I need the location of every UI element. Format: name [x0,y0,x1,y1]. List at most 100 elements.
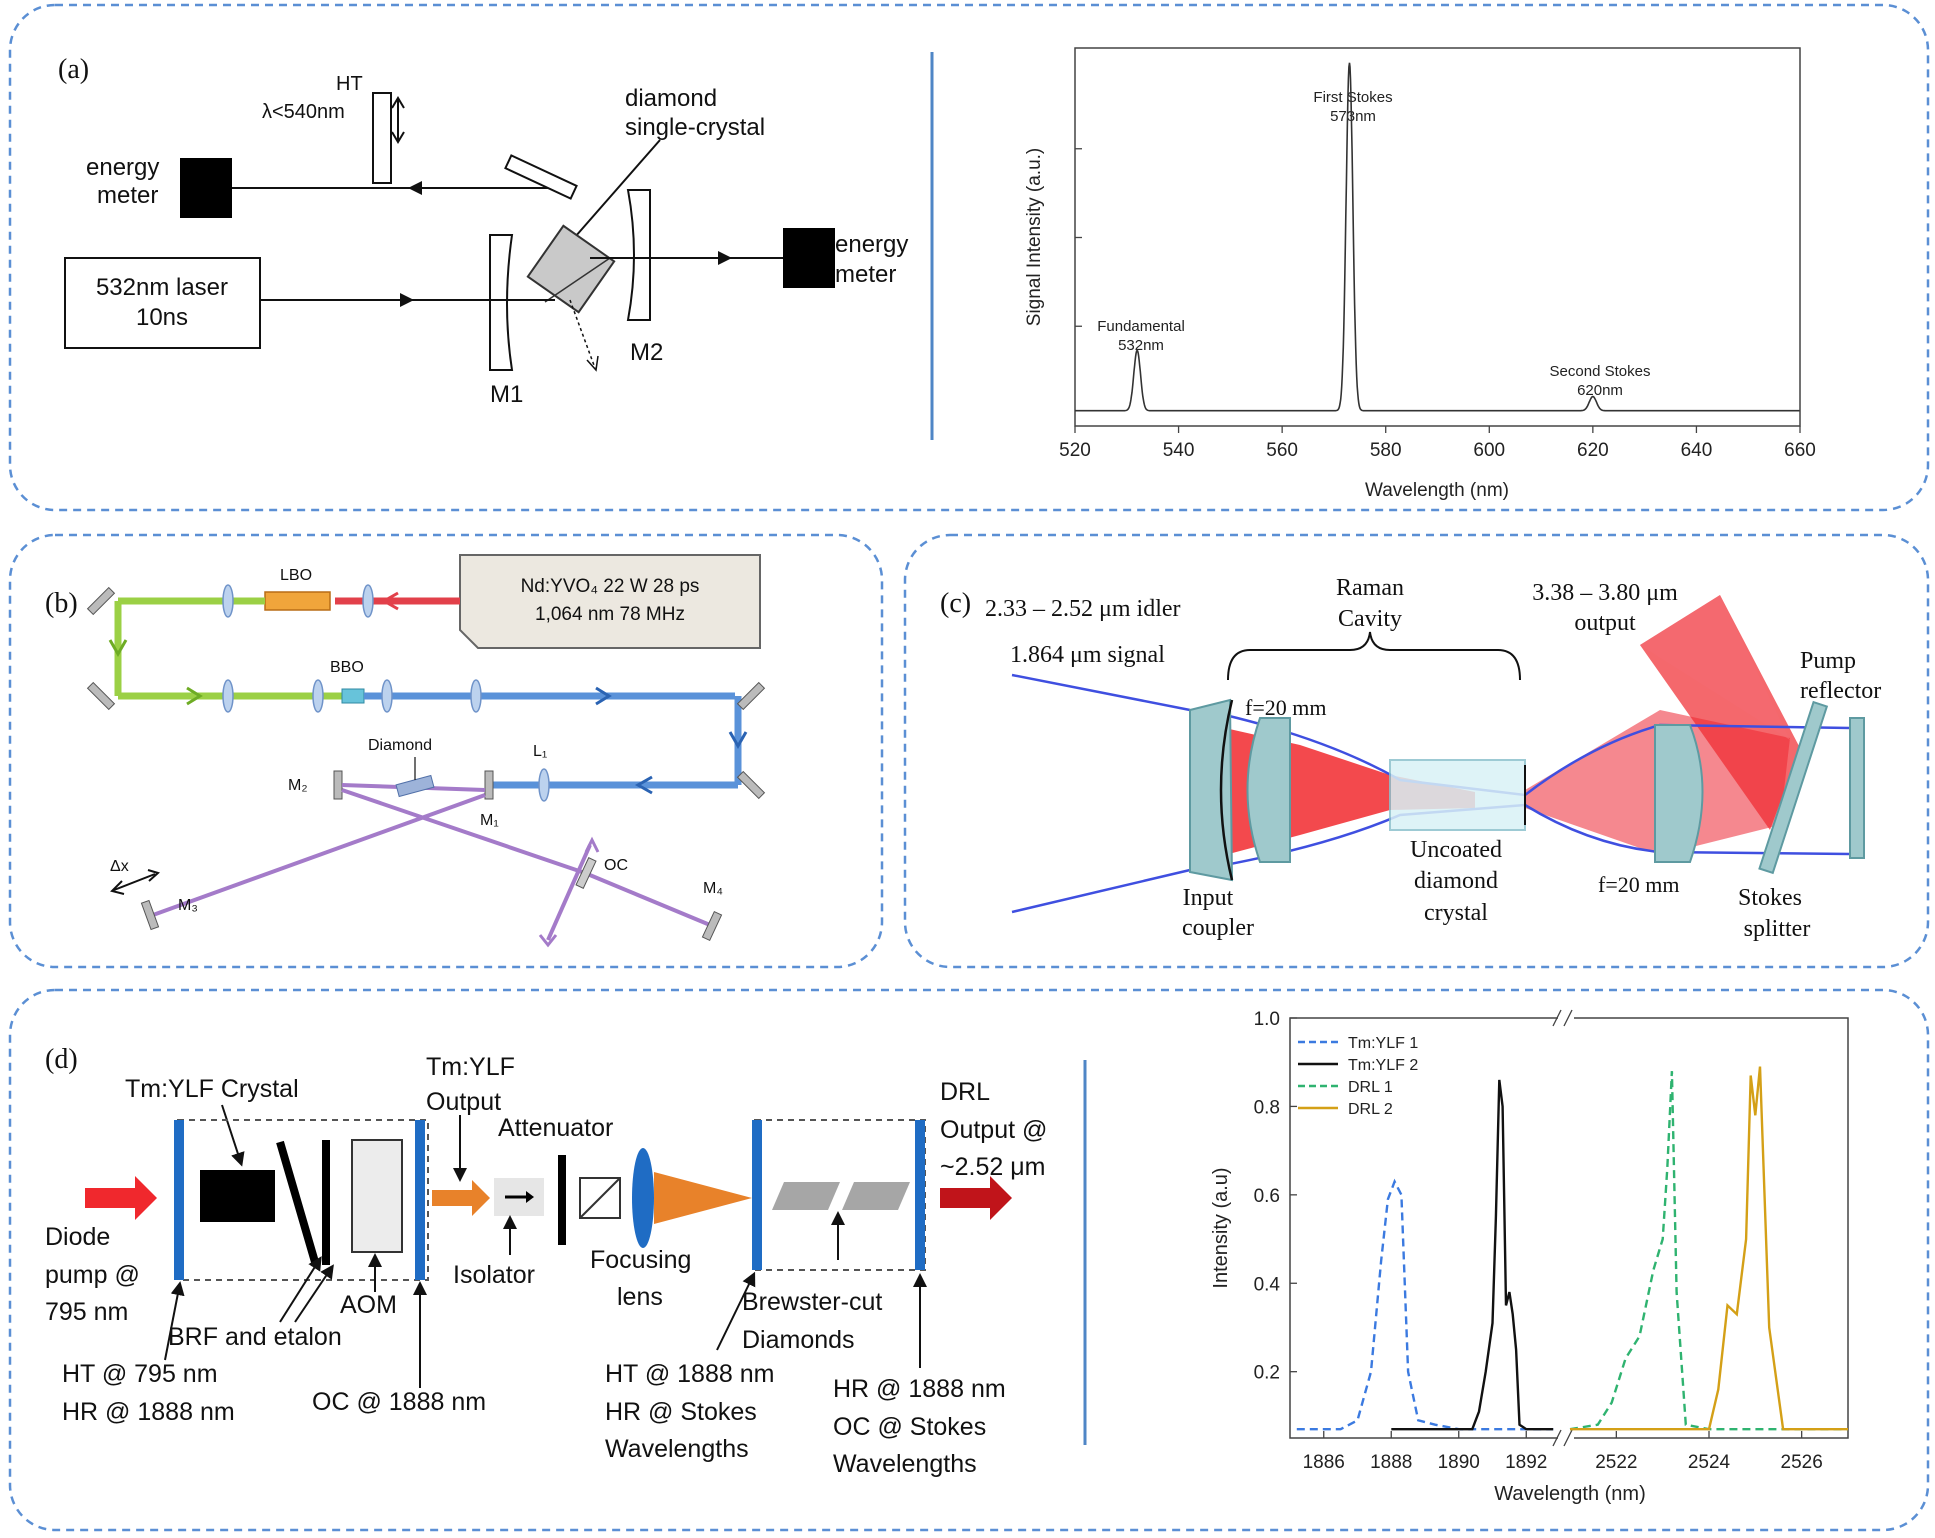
energy-meter-left [180,158,232,218]
focusing-2: lens [617,1283,663,1311]
hr-oc-stokes-3: Wavelengths [833,1450,977,1478]
dx-label: Δx [110,858,129,875]
b-mirror-m1 [484,770,494,800]
m1-label: M1 [490,381,523,408]
panel-b-label: (b) [45,588,78,619]
m2-label: M2 [630,339,663,366]
diamond-c-2: diamond [1414,868,1498,894]
legend-label: Tm:YLF 2 [1348,1057,1418,1074]
hr-oc-stokes-1: HR @ 1888 nm [833,1375,1006,1403]
chart-d-ytick-label: 1.0 [1254,1009,1280,1030]
input-coupler-2: coupler [1182,915,1254,941]
focusing-lens [632,1148,654,1248]
chart-d-xtick-label: 1892 [1505,1452,1547,1473]
chart-d-xtick-label: 1890 [1438,1452,1480,1473]
drl-output-arrow [940,1176,1012,1220]
bbo-crystal [341,688,365,704]
diamond-c-1: Uncoated [1410,837,1502,863]
chart-a-xtick-label: 580 [1370,440,1402,461]
m1-b-label: M₁ [480,812,499,829]
ht-hr-2: HR @ 1888 nm [62,1398,235,1426]
chart-a-xtick-label: 540 [1163,440,1195,461]
panel-c-border [903,533,1930,969]
energy-meter-right-1: energy [835,231,908,258]
chart-d-xtick-label: 1886 [1303,1452,1345,1473]
chart-d-series-1 [1296,1178,1554,1431]
anno-fundamental-1: Fundamental [1097,318,1185,335]
mirror-m1 [489,234,514,371]
chart-a-xlabel: Wavelength (nm) [1365,480,1509,501]
m2-b-label: M₂ [288,777,308,794]
b-oc [575,857,597,889]
diode-3: 795 nm [45,1298,128,1326]
mirror-m2 [626,189,651,321]
output-label-1: 3.38 – 3.80 μm [1532,580,1678,606]
legend-label: DRL 2 [1348,1101,1393,1118]
isolator-label: Isolator [453,1261,535,1289]
m4-b-label: M₄ [703,880,723,897]
diode-pump-arrow [85,1176,157,1220]
b-mirror-m4 [701,910,723,942]
idler-label: 2.33 – 2.52 μm idler [985,596,1181,622]
oc-1888-label: OC @ 1888 nm [312,1388,486,1416]
chart-d-ytick-label: 0.2 [1254,1363,1280,1384]
tmylf-output-1: Tm:YLF [426,1053,515,1081]
aom-label: AOM [340,1291,397,1319]
ht-hr-stokes-3: Wavelengths [605,1435,749,1463]
oc-b-label: OC [604,857,628,874]
f-right-label: f=20 mm [1598,872,1679,897]
diamond-label-1: diamond [625,85,717,112]
l1-label: L₁ [533,743,547,760]
brewster-2: Diamonds [742,1326,855,1354]
hr-mirror-1 [174,1120,184,1280]
pump-reflector-1: Pump [1800,648,1856,674]
ndyvo4-line-1: Nd:YVO₄ 22 W 28 ps [521,576,700,597]
lbo-crystal [264,591,331,611]
energy-meter-right [783,228,835,288]
input-coupler-1: Input [1183,885,1234,911]
ndyvo4-laser-box [459,554,761,649]
chart-a-xtick-label: 600 [1473,440,1505,461]
chart-a-frame [1074,47,1801,427]
chart-a-xtick-label: 660 [1784,440,1816,461]
laser-532-box [64,257,261,349]
legend-label: Tm:YLF 1 [1348,1035,1418,1052]
chart-a-series-line [1075,62,1800,412]
ht-hr-stokes-2: HR @ Stokes [605,1398,757,1426]
output-label-2: output [1574,610,1636,636]
tmylf-output-arrow [432,1180,490,1216]
diode-2: pump @ [45,1261,140,1289]
drl-output-1: DRL [940,1078,990,1106]
panel-d-border [8,988,1930,1532]
energy-meter-right-2: meter [835,261,896,288]
tmylf-crystal [200,1170,275,1222]
ht-filter [372,92,392,184]
diamond-crystal [526,224,616,314]
ht-hr-1: HT @ 795 nm [62,1360,218,1388]
chart-a-xtick-label: 560 [1266,440,1298,461]
panel-c-label: (c) [940,588,971,619]
stokes-splitter-2: splitter [1744,916,1811,942]
chart-d-ytick-label: 0.6 [1254,1186,1280,1207]
panel-a-border [8,3,1930,512]
anno-first-stokes-1: First Stokes [1313,89,1392,106]
stokes-splitter-1: Stokes [1738,885,1802,911]
panel-d-label: (d) [45,1044,78,1075]
chart-a-xtick-label: 640 [1681,440,1713,461]
chart-d-series-2 [1391,1079,1554,1431]
pickoff-plate [504,154,578,200]
chart-d-ytick-label: 0.4 [1254,1274,1281,1295]
drl-output-3: ~2.52 μm [940,1153,1045,1181]
chart-d-series-4 [1570,1066,1848,1431]
diamond-label-2: single-crystal [625,114,765,141]
chart-a-xtick-label: 620 [1577,440,1609,461]
legend-label: DRL 1 [1348,1079,1393,1096]
chart-d-xlabel: Wavelength (nm) [1494,1483,1646,1505]
signal-label: 1.864 μm signal [1010,642,1165,668]
raman-label-1: Raman [1336,575,1404,601]
lens-right [1654,724,1704,863]
stokes-splitter [1758,700,1829,875]
brf-label: BRF and etalon [168,1323,342,1351]
pump-reflector [1849,717,1865,859]
b-mirror-m3 [140,899,160,931]
